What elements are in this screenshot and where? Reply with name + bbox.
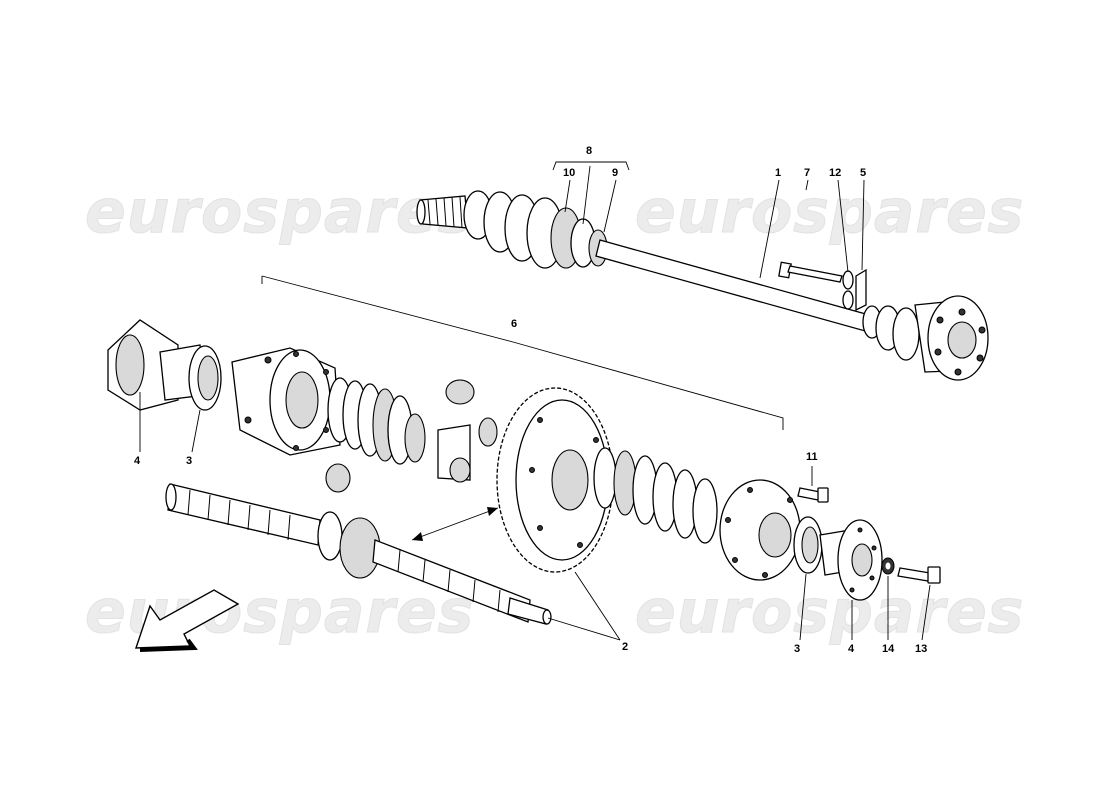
- callout-9: 9: [612, 167, 618, 179]
- leader-1: [759, 179, 780, 279]
- leader-8: [582, 165, 591, 225]
- callout-4-right: 4: [848, 643, 855, 655]
- clutch-plates-right: [593, 447, 718, 544]
- shaft-bar: [595, 239, 881, 335]
- differential-cover-right: [719, 479, 801, 581]
- group-bracket-6: [261, 275, 784, 430]
- bolt-11: [797, 487, 829, 503]
- washer-12: [842, 270, 854, 310]
- watermark-top-left: eurospares: [85, 177, 474, 247]
- leader-12: [837, 179, 849, 273]
- leader-9: [603, 179, 617, 233]
- callout-7: 7: [804, 167, 810, 179]
- callout-6: 6: [511, 318, 517, 330]
- watermark-top-right: eurospares: [635, 177, 1024, 247]
- leader-2b: [547, 617, 621, 641]
- callout-3-left: 3: [186, 455, 192, 467]
- callout-4-left: 4: [134, 455, 141, 467]
- spider-gears: [325, 379, 498, 493]
- callout-11: 11: [806, 451, 818, 463]
- leader-7: [805, 179, 809, 191]
- outer-cv-joint: [862, 295, 989, 381]
- leader-5: [861, 179, 865, 271]
- drive-shaft-assembly: [416, 190, 989, 381]
- callout-3-right: 3: [794, 643, 800, 655]
- callout-13: 13: [915, 643, 927, 655]
- front-arrow-icon: [135, 589, 240, 652]
- differential-assembly: [107, 319, 941, 601]
- callout-10: 10: [563, 167, 575, 179]
- pinion-shaft: [165, 483, 552, 625]
- differential-case: [231, 347, 341, 456]
- bolt-13: [897, 566, 941, 584]
- leader-10: [564, 179, 571, 213]
- clutch-plates-left: [327, 377, 426, 465]
- output-flange-right: [819, 519, 883, 601]
- callout-5: 5: [860, 167, 866, 179]
- callout-2: 2: [622, 641, 628, 653]
- callout-layer: 8 10 9 1 7 12 5 6 4 3 11 2 3 4 14 13: [134, 145, 931, 655]
- washer-14-hole: [885, 562, 891, 570]
- callout-14: 14: [882, 643, 895, 655]
- bearing-right: [793, 516, 823, 574]
- leader-2a: [574, 571, 621, 641]
- callout-1: 1: [775, 167, 781, 179]
- lock-plate-5: [855, 268, 867, 312]
- callout-12: 12: [829, 167, 841, 179]
- leader-3-left: [191, 409, 201, 453]
- leader-13: [921, 584, 931, 641]
- mesh-indicator-arrow: [411, 507, 499, 541]
- inner-cv-joint-boot: [463, 190, 608, 269]
- callout-8-brace: [552, 161, 630, 171]
- callout-8: 8: [586, 145, 592, 157]
- bolt-7: [778, 261, 843, 283]
- shaft-spline-end: [416, 195, 469, 229]
- ring-gear: [496, 387, 614, 573]
- watermark-bottom-right: eurospares: [635, 577, 1024, 647]
- bearing-left: [188, 345, 222, 411]
- leader-3-right: [799, 573, 807, 641]
